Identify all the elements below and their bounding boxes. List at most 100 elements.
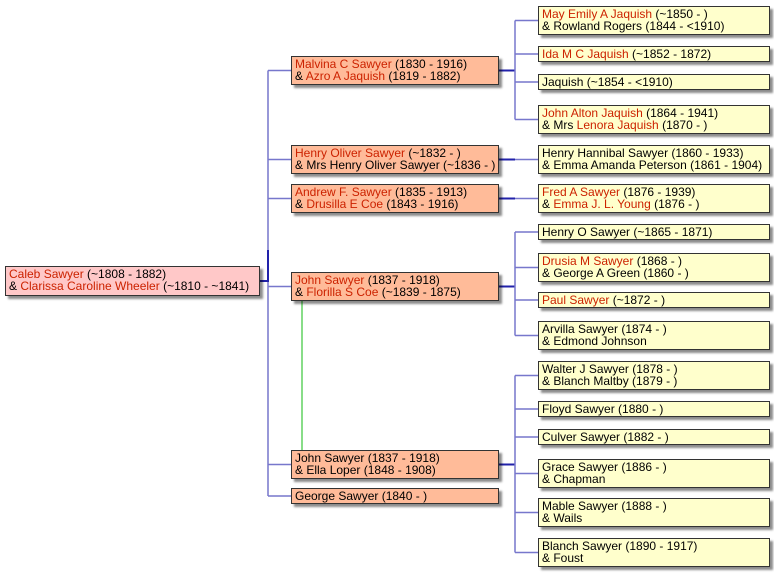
relation-prefix: &	[542, 266, 554, 280]
spouse-line: & Drusilla E Coe (1843 - 1916)	[295, 198, 495, 210]
person-line: Henry Hannibal Sawyer (1860 - 1933)	[542, 147, 766, 159]
person-line: Grace Sawyer (1886 - )	[542, 461, 766, 473]
spouse-line: & Azro A Jaquish (1819 - 1882)	[295, 70, 495, 82]
relation-prefix: &	[542, 551, 554, 565]
person-name-link[interactable]: Ida M C Jaquish	[542, 47, 629, 61]
person-name: Chapman	[553, 472, 606, 486]
child-box[interactable]: Fred A Sawyer (1876 - 1939)& Emma J. L. …	[538, 184, 770, 213]
spouse-line: & George A Green (1860 - )	[542, 267, 766, 279]
person-name-link[interactable]: Drusia M Sawyer	[542, 254, 634, 268]
person-name-link[interactable]: May Emily A Jaquish	[542, 7, 653, 21]
person-name: Rowland Rogers	[553, 19, 643, 33]
person-name: John Sawyer	[295, 451, 365, 465]
life-dates: (~1854 - <1910)	[583, 75, 673, 89]
person-line: Arvilla Sawyer (1874 - )	[542, 323, 766, 335]
person-name-link[interactable]: John Sawyer	[295, 273, 365, 287]
relation-prefix: &	[542, 334, 554, 348]
child-box[interactable]: Henry Hannibal Sawyer (1860 - 1933)& Emm…	[538, 145, 770, 174]
life-dates: (1840 - )	[378, 489, 428, 503]
life-dates: (~1836 - )	[439, 158, 496, 172]
life-dates: (1830 - 1916)	[391, 57, 468, 71]
root-couple-box[interactable]: Caleb Sawyer (~1808 - 1882)& Clarissa Ca…	[5, 266, 260, 296]
spouse-line: & Edmond Johnson	[542, 335, 766, 347]
family-box[interactable]: John Sawyer (1837 - 1918)& Florilla S Co…	[291, 272, 499, 301]
child-box[interactable]: Blanch Sawyer (1890 - 1917)& Foust	[538, 538, 770, 567]
child-box[interactable]: John Alton Jaquish (1864 - 1941)& Mrs Le…	[538, 105, 770, 134]
life-dates: (1835 - 1913)	[391, 185, 468, 199]
person-line: George Sawyer (1840 - )	[295, 490, 495, 502]
relation-prefix: &	[542, 511, 554, 525]
person-name: Mrs Henry Oliver Sawyer	[306, 158, 440, 172]
person-line: Henry Oliver Sawyer (~1832 - )	[295, 147, 495, 159]
person-line: Paul Sawyer (~1872 - )	[542, 294, 766, 306]
person-name-link[interactable]: Clarissa Caroline Wheeler	[20, 279, 160, 293]
life-dates: (~1808 - 1882)	[83, 267, 167, 281]
person-line: John Alton Jaquish (1864 - 1941)	[542, 107, 766, 119]
person-line: Caleb Sawyer (~1808 - 1882)	[9, 268, 256, 280]
person-name-link[interactable]: Florilla S Coe	[306, 285, 379, 299]
spouse-line: & Chapman	[542, 473, 766, 485]
person-line: Floyd Sawyer (1880 - )	[542, 403, 766, 415]
person-line: Jaquish (~1854 - <1910)	[542, 76, 766, 88]
person-name: Culver Sawyer	[542, 430, 621, 444]
person-name-link[interactable]: Emma J. L. Young	[553, 197, 651, 211]
child-box[interactable]: Henry O Sawyer (~1865 - 1871)	[538, 224, 770, 240]
life-dates: (1860 - )	[640, 266, 689, 280]
person-name-link[interactable]: John Alton Jaquish	[542, 106, 643, 120]
life-dates: (1843 - 1916)	[383, 197, 459, 211]
life-dates: (1819 - 1882)	[385, 69, 461, 83]
child-box[interactable]: Culver Sawyer (1882 - )	[538, 429, 770, 445]
family-box[interactable]: Malvina C Sawyer (1830 - 1916)& Azro A J…	[291, 56, 499, 85]
child-box[interactable]: Floyd Sawyer (1880 - )	[538, 401, 770, 417]
life-dates: (~1872 - )	[609, 293, 666, 307]
person-name-link[interactable]: Azro A Jaquish	[305, 69, 386, 83]
family-box[interactable]: John Sawyer (1837 - 1918)& Ella Loper (1…	[291, 450, 499, 479]
child-box[interactable]: May Emily A Jaquish (~1850 - )& Rowland …	[538, 6, 770, 35]
child-box[interactable]: Ida M C Jaquish (~1852 - 1872)	[538, 46, 770, 62]
person-name: Wails	[553, 511, 583, 525]
person-name-link[interactable]: Malvina C Sawyer	[295, 57, 392, 71]
person-name: Ella Loper	[306, 463, 361, 477]
person-name-link[interactable]: Caleb Sawyer	[9, 267, 84, 281]
spouse-line: & Wails	[542, 512, 766, 524]
child-box[interactable]: Walter J Sawyer (1878 - )& Blanch Maltby…	[538, 361, 770, 390]
person-line: Andrew F. Sawyer (1835 - 1913)	[295, 186, 495, 198]
family-box[interactable]: Andrew F. Sawyer (1835 - 1913)& Drusilla…	[291, 184, 499, 213]
person-name-link[interactable]: Fred A Sawyer	[542, 185, 621, 199]
person-name-link[interactable]: Henry Oliver Sawyer	[295, 146, 406, 160]
relation-prefix: &	[295, 158, 307, 172]
person-name: Floyd Sawyer	[542, 402, 615, 416]
life-dates: (1882 - )	[620, 430, 669, 444]
life-dates: (~1839 - 1875)	[378, 285, 461, 299]
spouse-line: & Rowland Rogers (1844 - <1910)	[542, 20, 766, 32]
person-line: John Sawyer (1837 - 1918)	[295, 452, 495, 464]
person-name-link[interactable]: Drusilla E Coe	[306, 197, 384, 211]
family-box[interactable]: Henry Oliver Sawyer (~1832 - )& Mrs Henr…	[291, 145, 499, 174]
life-dates: (1870 - )	[658, 118, 708, 132]
relation-prefix: &	[542, 197, 554, 211]
child-box[interactable]: Paul Sawyer (~1872 - )	[538, 292, 770, 308]
child-box[interactable]: Grace Sawyer (1886 - )& Chapman	[538, 459, 770, 488]
person-name: Emma Amanda Peterson	[553, 158, 687, 172]
person-line: Mable Sawyer (1888 - )	[542, 500, 766, 512]
child-box[interactable]: Mable Sawyer (1888 - )& Wails	[538, 498, 770, 527]
person-name: Edmond Johnson	[553, 334, 647, 348]
person-name: George A Green	[553, 266, 641, 280]
relation-prefix: &	[295, 197, 307, 211]
child-box[interactable]: Drusia M Sawyer (1868 - )& George A Gree…	[538, 253, 770, 282]
person-name: Henry O Sawyer	[542, 225, 631, 239]
life-dates: (1864 - 1941)	[642, 106, 719, 120]
person-name-link[interactable]: Andrew F. Sawyer	[295, 185, 392, 199]
spouse-line: & Emma J. L. Young (1876 - )	[542, 198, 766, 210]
life-dates: (1868 - )	[633, 254, 683, 268]
life-dates: (1861 - 1904)	[686, 158, 763, 172]
child-box[interactable]: Arvilla Sawyer (1874 - )& Edmond Johnson	[538, 321, 770, 350]
person-name-link[interactable]: Paul Sawyer	[542, 293, 610, 307]
spouse-line: & Ella Loper (1848 - 1908)	[295, 464, 495, 476]
family-box[interactable]: George Sawyer (1840 - )	[291, 488, 499, 504]
person-name-link[interactable]: Lenora Jaquish	[576, 118, 659, 132]
child-box[interactable]: Jaquish (~1854 - <1910)	[538, 74, 770, 90]
person-line: Blanch Sawyer (1890 - 1917)	[542, 540, 766, 552]
spouse-line: & Clarissa Caroline Wheeler (~1810 - ~18…	[9, 280, 256, 292]
